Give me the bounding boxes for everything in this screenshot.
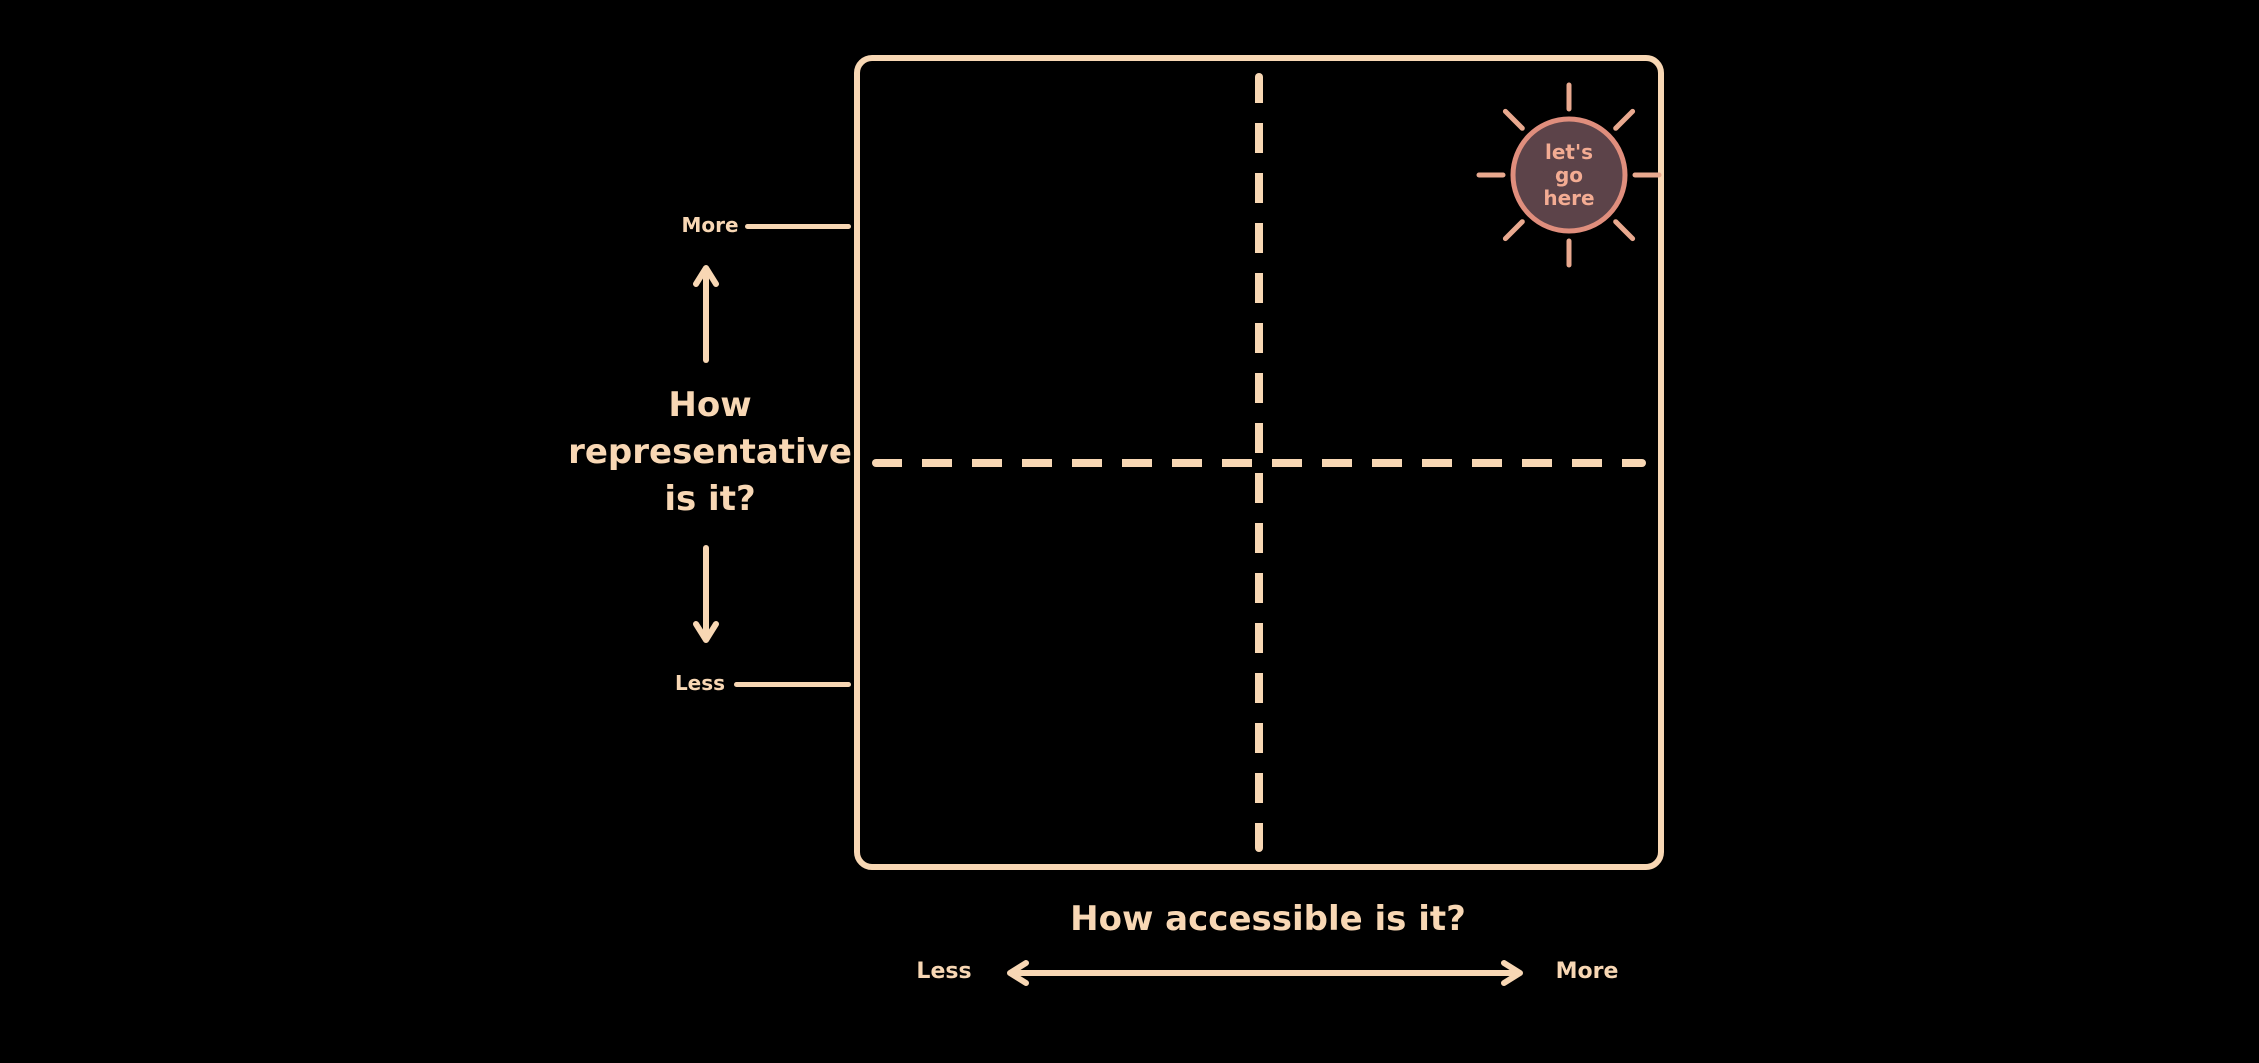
y-axis-title-line: How xyxy=(668,385,752,425)
y-axis-title: How representative is it? xyxy=(555,382,865,523)
x-axis-less-label: Less xyxy=(916,959,972,984)
matrix-frame: let's go here xyxy=(854,55,1664,870)
marker-label-line: here xyxy=(1543,185,1595,210)
marker-label-line: go xyxy=(1554,162,1584,187)
arrow-down-icon xyxy=(693,545,719,643)
arrow-up-icon xyxy=(693,265,719,363)
marker-lets-go-here: let's go here xyxy=(1474,80,1664,270)
double-arrow-icon xyxy=(1007,960,1523,986)
horizontal-divider xyxy=(872,458,1646,467)
y-axis-title-line: is it? xyxy=(664,479,756,519)
sunburst-marker-icon xyxy=(1476,82,1662,268)
y-axis-more-label: More xyxy=(681,213,739,237)
x-axis-more-label: More xyxy=(1555,959,1619,984)
y-axis-less-label: Less xyxy=(674,671,726,695)
marker-label-line: let's xyxy=(1544,139,1593,164)
y-axis-more-leader-line xyxy=(745,224,851,229)
y-axis-less-leader-line xyxy=(734,682,851,687)
y-axis-title-line: representative xyxy=(568,432,852,472)
marker-label: let's go here xyxy=(1474,80,1664,270)
x-axis-title: How accessible is it? xyxy=(1070,899,1466,939)
